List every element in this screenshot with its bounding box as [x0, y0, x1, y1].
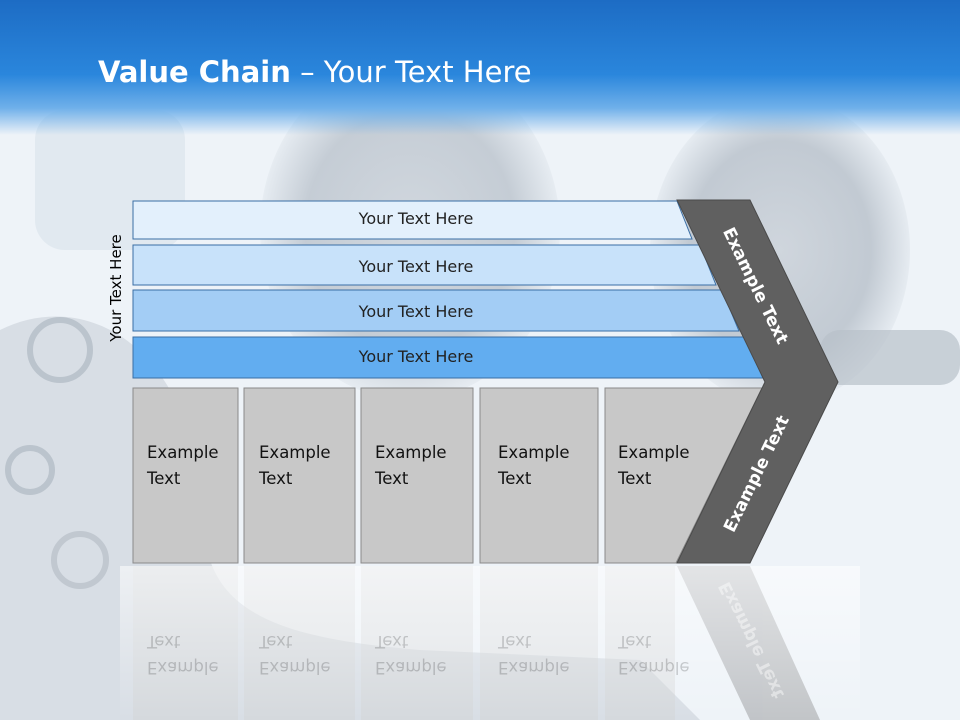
cell-box-3[interactable]	[360, 387, 474, 564]
cell-box-1[interactable]	[132, 387, 239, 564]
cell-box-4[interactable]	[479, 387, 599, 564]
header-band	[0, 0, 960, 135]
cell-reflection-4: Example Text	[498, 632, 570, 677]
dumbbell-bar	[820, 330, 960, 385]
row-label-1: Your Text Here	[358, 209, 474, 228]
cell-label-5: Example Text	[618, 443, 690, 488]
cell-reflection-1: Example Text	[147, 632, 219, 677]
row-bar-1[interactable]	[132, 200, 693, 240]
title-rest: – Your Text Here	[290, 55, 532, 89]
cell-label-1: Example Text	[147, 443, 219, 488]
cell-label-2: Example Text	[259, 443, 331, 488]
row-label-3: Your Text Here	[358, 302, 474, 321]
chevron-arrow[interactable]	[676, 199, 839, 564]
page-title: Value Chain – Your Text Here	[98, 55, 532, 89]
row-bar-3[interactable]	[132, 289, 740, 332]
title-bold: Value Chain	[98, 55, 291, 89]
row-label-4: Your Text Here	[358, 347, 474, 366]
cell-label-4: Example Text	[498, 443, 570, 488]
cell-box-5[interactable]	[604, 387, 763, 564]
cell-reflection-5: Example Text	[618, 632, 690, 677]
row-label-2: Your Text Here	[358, 257, 474, 276]
cell-reflection-2: Example Text	[259, 632, 331, 677]
cell-box-2[interactable]	[243, 387, 356, 564]
cell-reflection-3: Example Text	[375, 632, 447, 677]
row-bar-2[interactable]	[132, 244, 717, 286]
cell-label-3: Example Text	[375, 443, 447, 488]
